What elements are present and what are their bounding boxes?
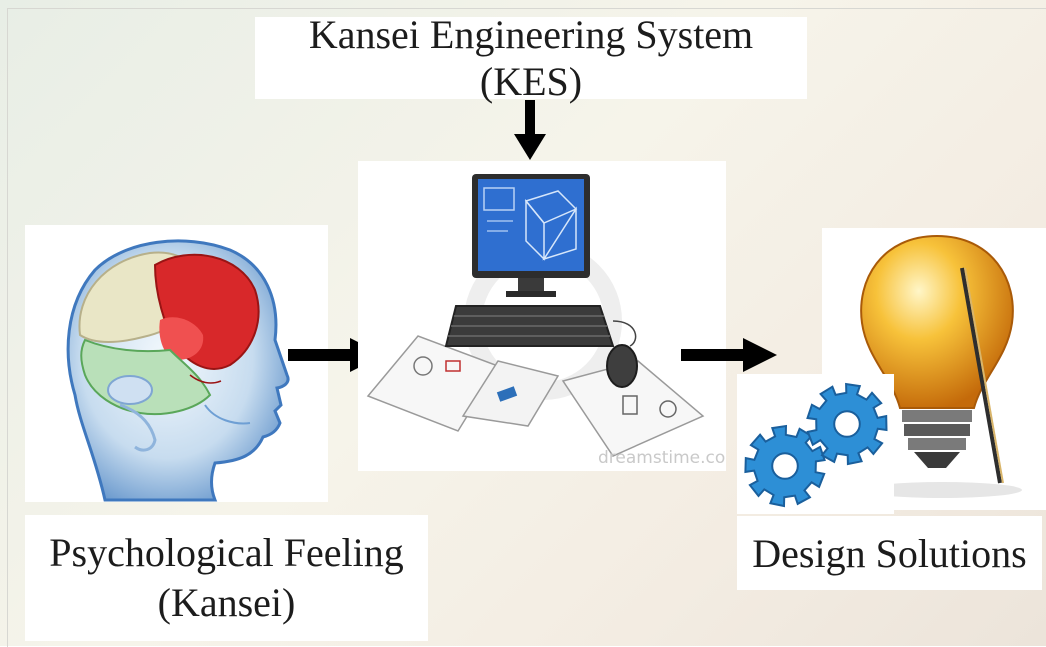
- gears-image: [737, 374, 894, 514]
- slide-frame: [7, 8, 1046, 647]
- computer-workstation-image: dreamstime.com: [358, 161, 726, 471]
- kes-label-text: Kansei Engineering System (KES): [308, 12, 754, 104]
- psychological-feeling-text: Psychological Feeling: [49, 530, 404, 575]
- psychological-feeling-label: Psychological Feeling (Kansei): [25, 515, 428, 641]
- brain-head-image: [25, 225, 328, 502]
- lightbulb-image: [822, 228, 1046, 510]
- gears-icon: [744, 382, 888, 508]
- kes-label: Kansei Engineering System (KES): [255, 12, 807, 104]
- watermark-text: dreamstime.com: [598, 448, 726, 468]
- computer-workstation-icon: dreamstime.com: [366, 174, 726, 468]
- gear-hole: [771, 452, 799, 480]
- brain-head-icon: [66, 239, 290, 502]
- kansei-text: (Kansei): [157, 580, 296, 625]
- down-arrow-icon: [514, 100, 546, 160]
- design-solutions-text: Design Solutions: [752, 530, 1027, 576]
- right-arrow-icon: [681, 338, 777, 372]
- gear-hole: [833, 410, 861, 438]
- design-solutions-label: Design Solutions: [737, 516, 1042, 590]
- lightbulb-icon: [860, 234, 1022, 498]
